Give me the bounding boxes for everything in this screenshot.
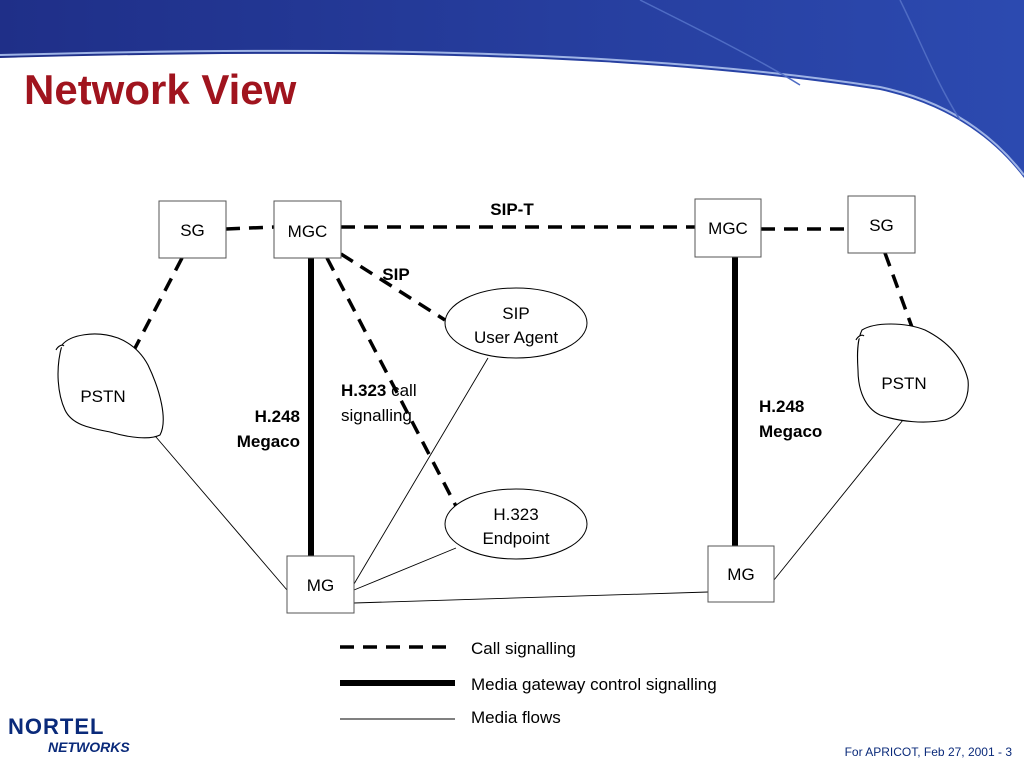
- logo-line2: NETWORKS: [48, 739, 130, 755]
- sg-pstn-right-link: [883, 252, 915, 331]
- mg-left-label: MG: [307, 576, 334, 595]
- sip-user-agent-node: SIP User Agent: [444, 287, 588, 359]
- pstn-left-cloud: PSTN: [55, 333, 164, 439]
- h248-left-label-2: Megaco: [237, 432, 300, 451]
- pstn-right-label: PSTN: [881, 374, 926, 393]
- h248-left-label-1: H.248: [255, 407, 300, 426]
- sg-left-label: SG: [180, 221, 205, 240]
- h323-call-rest: call: [386, 381, 416, 400]
- h323-ep-line1: H.323: [493, 505, 538, 524]
- media-mg-pstn-right: [773, 419, 904, 581]
- logo-line1: NORTEL: [8, 714, 105, 739]
- media-h323-mg: [353, 547, 457, 591]
- h248-right-label-2: Megaco: [759, 422, 822, 441]
- legend-media-flows: Media flows: [471, 708, 561, 727]
- h323-signalling-label: signalling: [341, 406, 412, 425]
- sg-pstn-left-link: [131, 257, 184, 353]
- sip-label: SIP: [382, 265, 409, 284]
- header-banner: [0, 0, 1024, 180]
- connections: [131, 225, 915, 604]
- mgc-right-label: MGC: [708, 219, 748, 238]
- mgc-left-node: MGC: [273, 200, 342, 259]
- h323-endpoint-node: H.323 Endpoint: [444, 488, 588, 560]
- sg-right-label: SG: [869, 216, 894, 235]
- legend-mgc-signalling: Media gateway control signalling: [471, 675, 717, 694]
- media-pstn-left-mg: [149, 429, 288, 591]
- nortel-logo: NORTEL NETWORKS: [8, 714, 158, 755]
- slide-title: Network View: [24, 66, 297, 113]
- sip-ua-line1: SIP: [502, 304, 529, 323]
- legend: Call signalling Media gateway control si…: [340, 639, 717, 727]
- h248-right-label-1: H.248: [759, 397, 804, 416]
- sg-left-node: SG: [158, 200, 227, 259]
- media-sipua-mg: [353, 357, 489, 585]
- sip-link: [340, 252, 446, 322]
- h323-ep-line2: Endpoint: [482, 529, 549, 548]
- sip-ua-line2: User Agent: [474, 328, 558, 347]
- mg-right-label: MG: [727, 565, 754, 584]
- media-mg-mg: [353, 591, 709, 604]
- legend-call-signalling: Call signalling: [471, 639, 576, 658]
- sip-t-label: SIP-T: [490, 200, 534, 219]
- mgc-right-node: MGC: [694, 198, 762, 258]
- sg-mgc-left-link: [225, 225, 275, 231]
- h323-call-label: H.323 call: [341, 381, 417, 400]
- mg-right-node: MG: [707, 545, 775, 603]
- pstn-left-label: PSTN: [80, 387, 125, 406]
- mg-left-node: MG: [286, 555, 355, 614]
- slide-footer: For APRICOT, Feb 27, 2001 - 3: [844, 745, 1012, 759]
- mgc-left-label: MGC: [288, 222, 328, 241]
- sg-right-node: SG: [847, 195, 916, 254]
- h323-signalling-link: [325, 257, 459, 509]
- pstn-right-cloud: PSTN: [855, 323, 969, 423]
- h323-call-bold: H.323: [341, 381, 386, 400]
